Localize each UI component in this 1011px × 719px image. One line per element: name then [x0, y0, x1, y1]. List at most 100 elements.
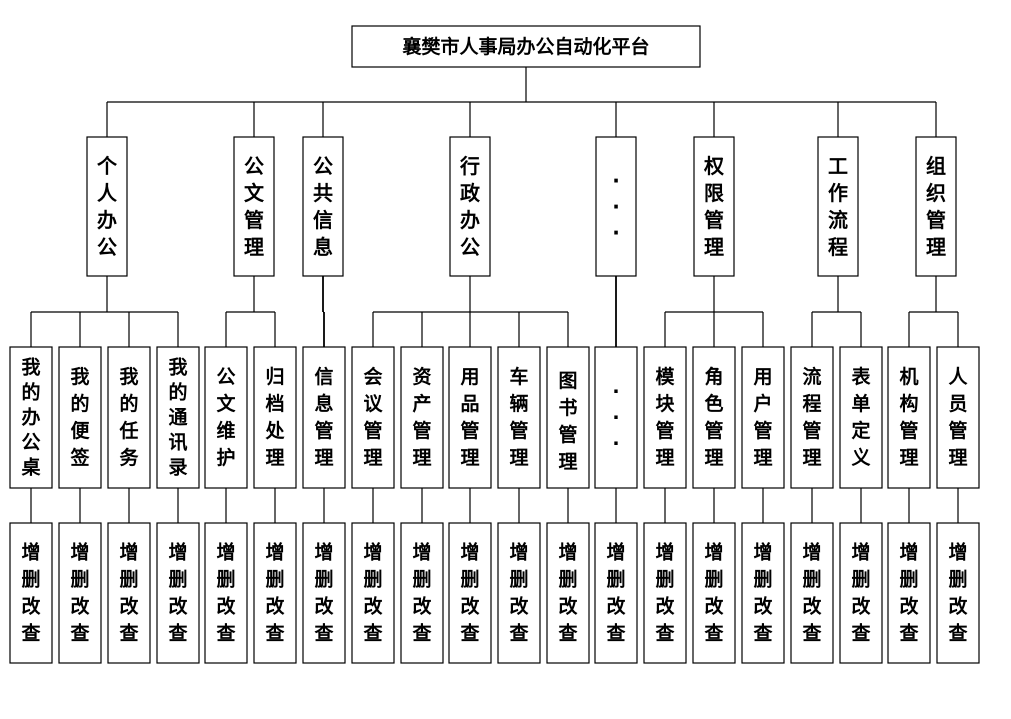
operation-label: 增删改查 [215, 541, 236, 645]
leaf-label: 信息管理 [314, 365, 333, 469]
operation-box [351, 522, 395, 664]
leaf-label: 我的任务 [118, 366, 139, 469]
operation-box [790, 522, 834, 664]
leaf-box [58, 346, 102, 489]
operation-label: 增删改查 [167, 541, 188, 645]
leaf-label: 公文维护 [216, 366, 236, 469]
operation-box [156, 522, 200, 664]
leaf-label: ··· [612, 381, 619, 455]
leaf-node: 资产管理 [400, 346, 444, 489]
module-node: 权限管理 [693, 136, 735, 277]
operation-box [253, 522, 297, 664]
operation-node: 增删改查 [351, 522, 395, 664]
operation-label: 增删改查 [264, 541, 285, 645]
module-box [693, 136, 735, 277]
operation-box [741, 522, 785, 664]
operation-label: 增删改查 [801, 541, 822, 645]
leaf-box [204, 346, 248, 489]
operation-node: 增删改查 [58, 522, 102, 664]
connector-lines [30, 67, 959, 523]
leaf-box [400, 346, 444, 489]
leaf-box [448, 346, 492, 489]
module-label: 个人办公 [96, 154, 118, 259]
operation-node: 增删改查 [204, 522, 248, 664]
operation-label: 增删改查 [508, 541, 529, 645]
operation-node: 增删改查 [302, 522, 346, 664]
leaf-label: 流程管理 [802, 365, 821, 469]
leaf-node: 角色管理 [692, 346, 736, 489]
operation-node: 增删改查 [692, 522, 736, 664]
operation-box [302, 522, 346, 664]
operation-box [107, 522, 151, 664]
operation-box [546, 522, 590, 664]
leaf-label: 模块管理 [655, 365, 675, 469]
operation-node: 增删改查 [400, 522, 444, 664]
operation-label: 增删改查 [947, 541, 968, 645]
operation-node: 增删改查 [594, 522, 638, 664]
root-title: 襄樊市人事局办公自动化平台 [401, 35, 649, 58]
module-box [449, 136, 491, 277]
module-label: 公共信息 [313, 154, 333, 259]
leaf-label: 图书管理 [558, 370, 577, 473]
operation-box [448, 522, 492, 664]
leaf-label: 表单定义 [851, 365, 871, 469]
operation-box [692, 522, 736, 664]
module-node: ··· [595, 136, 637, 277]
leaf-box [643, 346, 687, 489]
operation-node: 增删改查 [936, 522, 980, 664]
operation-label: 增删改查 [752, 541, 773, 645]
leaf-box [594, 346, 638, 489]
operation-box [643, 522, 687, 664]
module-label: ··· [612, 169, 620, 245]
operation-box [9, 522, 53, 664]
operation-node: 增删改查 [107, 522, 151, 664]
leaf-box [351, 346, 395, 489]
leaf-label: 用户管理 [753, 366, 772, 469]
module-node: 公共信息 [302, 136, 344, 277]
leaf-label: 会议管理 [363, 365, 383, 469]
operation-label: 增删改查 [850, 541, 871, 645]
module-label: 工作流程 [828, 154, 848, 259]
operation-box [58, 522, 102, 664]
leaf-box [790, 346, 834, 489]
leaf-box [887, 346, 931, 489]
module-box [595, 136, 637, 277]
module-box [302, 136, 344, 277]
leaf-label: 人员管理 [948, 366, 968, 469]
module-label: 组织管理 [926, 154, 946, 259]
operation-node: 增删改查 [790, 522, 834, 664]
root-node: 襄樊市人事局办公自动化平台 [351, 25, 701, 68]
module-box [86, 136, 128, 277]
leaf-label: 车辆管理 [509, 365, 528, 469]
leaf-node: 用品管理 [448, 346, 492, 489]
leaf-node: 机构管理 [887, 346, 931, 489]
operation-node: 增删改查 [156, 522, 200, 664]
operation-node: 增删改查 [887, 522, 931, 664]
leaf-box [546, 346, 590, 489]
operation-label: 增删改查 [654, 541, 675, 645]
module-node: 行政办公 [449, 136, 491, 277]
leaf-node: 公文维护 [204, 346, 248, 489]
operation-box [839, 522, 883, 664]
operation-box [204, 522, 248, 664]
operation-node: 增删改查 [546, 522, 590, 664]
operation-label: 增删改查 [557, 541, 578, 645]
leaf-label: 角色管理 [704, 365, 723, 469]
leaf-label: 归档处理 [264, 365, 285, 469]
operation-label: 增删改查 [69, 541, 90, 645]
operation-box [936, 522, 980, 664]
leaf-box [107, 346, 151, 489]
module-node: 个人办公 [86, 136, 128, 277]
leaf-node: 表单定义 [839, 346, 883, 489]
operation-node: 增删改查 [253, 522, 297, 664]
module-label: 行政办公 [459, 154, 481, 259]
leaf-box [156, 346, 200, 489]
operation-label: 增删改查 [118, 541, 139, 645]
leaf-node: 人员管理 [936, 346, 980, 489]
operation-label: 增删改查 [313, 541, 334, 645]
leaf-label: 机构管理 [899, 366, 918, 469]
leaf-box [936, 346, 980, 489]
leaf-box [497, 346, 541, 489]
